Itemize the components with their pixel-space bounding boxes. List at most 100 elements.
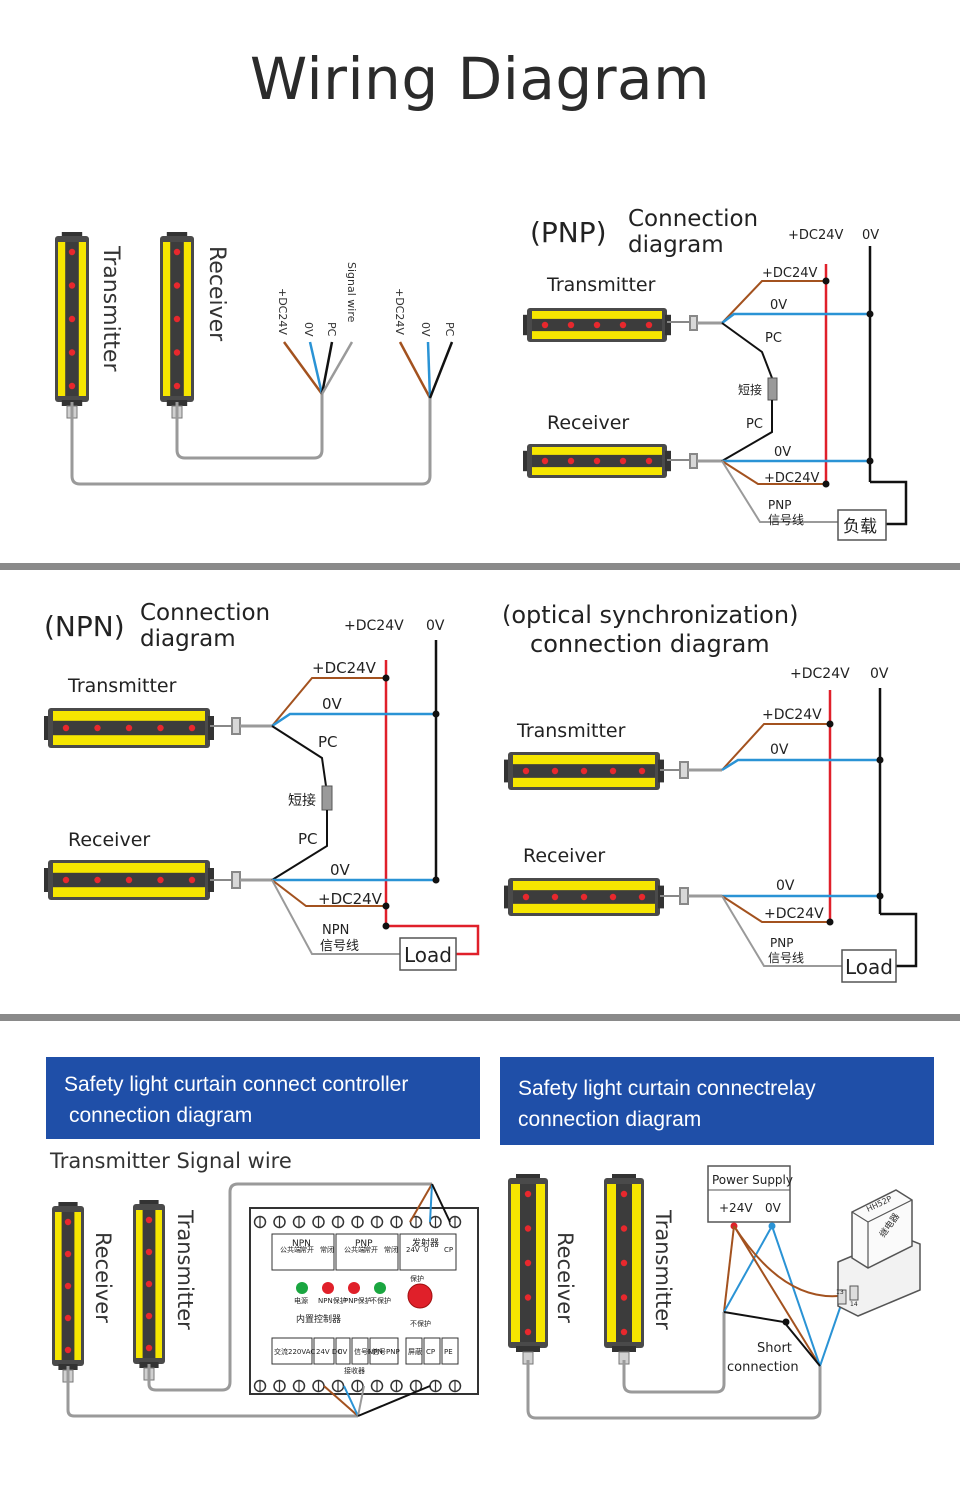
controller-transmitter-curtain — [133, 1200, 165, 1381]
controller-npn-group — [271, 1233, 335, 1271]
relay-receiver-curtain — [508, 1174, 548, 1365]
controller-bottom-label: CP — [426, 1348, 435, 1356]
overview-label-a-pc: PC — [325, 322, 338, 337]
controller-bottom-label-box — [271, 1337, 313, 1365]
curtain-endcap-top — [58, 1202, 78, 1208]
curtain-endcap-top — [516, 1174, 540, 1180]
controller-sub-label: 常开 — [300, 1245, 314, 1254]
optical-rx-pos-label: +DC24V — [764, 906, 824, 922]
curtain-led — [64, 1282, 72, 1290]
curtain-led — [593, 321, 601, 329]
optical-transmitter-connector — [660, 761, 689, 779]
relay-rx-blue-wire — [771, 1225, 821, 1367]
controller-bottom-wire-blue — [343, 1385, 359, 1417]
relay-short-node — [782, 1318, 790, 1326]
controller-sub-label: 常闭 — [384, 1245, 398, 1254]
relay-tx-brown-wire — [723, 1225, 735, 1313]
curtain-led — [188, 724, 196, 732]
relay-tx-blue-wire — [723, 1225, 773, 1313]
pnp-rx-pos-label: +DC24V — [764, 471, 820, 486]
controller-receiver-cable — [66, 1366, 358, 1418]
curtain-endcap-left — [504, 885, 510, 909]
relay-rx-signal-wire — [819, 1301, 843, 1367]
controller-sub-label: 24V — [406, 1246, 420, 1254]
curtain-led — [619, 457, 627, 465]
curtain-led — [524, 1259, 532, 1267]
overview-label-b-pc: PC — [443, 322, 456, 337]
controller-unprotect-led — [374, 1282, 386, 1294]
relay-short-wire — [723, 1311, 821, 1367]
controller-bottom-label-box — [351, 1337, 369, 1365]
npn-load-label: Load — [404, 943, 452, 967]
pnp-rx-neg-label: 0V — [774, 445, 791, 460]
npn-node-4 — [382, 902, 390, 910]
curtain-led — [567, 457, 575, 465]
pnp-tx-brown-wire — [721, 280, 826, 324]
controller-top-wire-brown — [409, 1183, 433, 1223]
pnp-rail-pos-label: +DC24V — [788, 228, 844, 243]
relay-diagram: Receiver Transmitter Power Supply +24V 0… — [508, 1165, 921, 1420]
relay-pin-13: 13 — [836, 1289, 844, 1296]
npn-load-box — [399, 937, 457, 971]
curtain-led — [145, 1344, 153, 1352]
npn-tx-pc-label: PC — [318, 733, 338, 751]
relay-receiver-cable — [526, 1360, 822, 1420]
npn-tx-neg-label: 0V — [322, 695, 343, 713]
controller-bottom-label-box — [423, 1337, 441, 1365]
optical-receiver-label: Receiver — [523, 845, 605, 867]
relay-power-supply-box — [707, 1165, 791, 1223]
controller-bottom-label: 交流220VAC — [274, 1347, 315, 1356]
curtain-led — [125, 876, 133, 884]
controller-caption: Transmitter Signal wire — [49, 1149, 292, 1173]
controller-bottom-label-box — [335, 1337, 351, 1365]
overview-transmitter-label: Transmitter — [98, 245, 123, 372]
optical-load-label: Load — [845, 955, 893, 979]
npn-short-label: 短接 — [288, 792, 316, 809]
curtain-led — [524, 1294, 532, 1301]
pnp-tx-neg-label: 0V — [770, 298, 787, 313]
curtain-led — [145, 1248, 153, 1256]
controller-receiver-label: Receiver — [91, 1232, 115, 1323]
curtain-led — [609, 893, 617, 901]
controller-bottom-label: PE — [444, 1348, 453, 1356]
npn-signal-line1: NPN — [322, 923, 349, 938]
pnp-node-3 — [866, 457, 874, 465]
npn-node-2 — [432, 710, 440, 718]
curtain-endcap-right — [208, 716, 214, 740]
relay-zero-label: 0V — [765, 1201, 782, 1215]
relay-transmitter-label: Transmitter — [651, 1209, 675, 1330]
curtain-led — [157, 876, 164, 884]
optical-rx-signal-wire — [721, 895, 842, 967]
curtain-endcap-top — [139, 1200, 159, 1206]
optical-transmitter-label: Transmitter — [516, 720, 626, 742]
section-divider-1 — [0, 563, 960, 570]
curtain-endcap-left — [504, 759, 510, 783]
optical-title-line1: (optical synchronization) — [502, 601, 798, 629]
controller-led-label-power: 电源 — [294, 1296, 308, 1305]
curtain-endcap-right — [665, 314, 671, 336]
curtain-led — [68, 248, 76, 256]
optical-rail-pos-label: +DC24V — [790, 666, 850, 682]
npn-title-line1: Connection — [140, 600, 270, 626]
optical-rx-neg-label: 0V — [776, 878, 795, 894]
npn-tx-blue-wire — [271, 712, 436, 728]
overview-wire-brown-b — [398, 341, 432, 399]
npn-receiver-label: Receiver — [68, 829, 150, 851]
npn-transmitter-connector — [210, 717, 241, 735]
optical-diagram: (optical synchronization) connection dia… — [502, 601, 918, 983]
pnp-node-4 — [822, 480, 830, 488]
controller-diagram: Transmitter Signal wire Receiver Transmi… — [49, 1149, 479, 1418]
npn-tx-brown-wire — [271, 677, 386, 727]
npn-transmitter-curtain — [44, 708, 214, 748]
curtain-endcap-bottom — [516, 1346, 540, 1352]
pnp-load-label: 负载 — [843, 517, 877, 537]
controller-protect-button[interactable] — [407, 1283, 433, 1309]
curtain-led — [173, 282, 181, 289]
relay-transmitter-cable — [622, 1312, 726, 1394]
pnp-node-2 — [866, 310, 874, 318]
curtain-led — [145, 1216, 153, 1224]
controller-builtin-label: 内置控制器 — [296, 1313, 341, 1325]
pnp-rx-brown-wire — [721, 460, 826, 485]
relay-body — [851, 1189, 913, 1269]
npn-transmitter-label: Transmitter — [67, 675, 177, 697]
